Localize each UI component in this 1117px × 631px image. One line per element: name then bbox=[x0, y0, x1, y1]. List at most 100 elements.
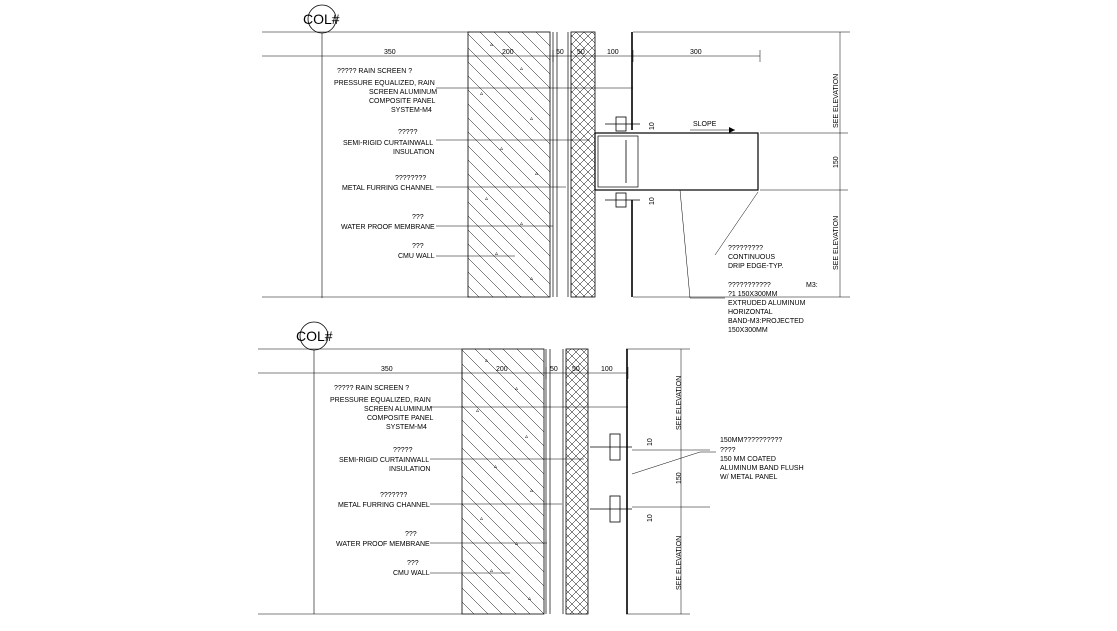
svg-text:WATER PROOF MEMBRANE: WATER PROOF MEMBRANE bbox=[341, 224, 435, 231]
dim-350-1: 350 bbox=[384, 49, 396, 56]
svg-text:?1 150X300MM: ?1 150X300MM bbox=[728, 291, 778, 298]
svg-text:PRESSURE EQUALIZED, RAIN: PRESSURE EQUALIZED, RAIN bbox=[330, 397, 431, 404]
dim-300-1: 300 bbox=[690, 49, 702, 56]
slope-label-1: SLOPE bbox=[693, 121, 717, 128]
side-dim-10a-1: 10 bbox=[649, 122, 656, 130]
slope-arrowhead-1 bbox=[729, 127, 735, 133]
svg-text:▵: ▵ bbox=[515, 386, 518, 392]
svg-text:▵: ▵ bbox=[515, 541, 518, 547]
dim-50a-2: 50 bbox=[550, 366, 558, 373]
band-clip-1 bbox=[597, 135, 639, 188]
svg-text:▵: ▵ bbox=[530, 116, 533, 122]
svg-text:BAND-M3:PROJECTED: BAND-M3:PROJECTED bbox=[728, 318, 804, 325]
callout-drip-edge-1: ????????? CONTINUOUS DRIP EDGE-TYP. bbox=[714, 191, 783, 270]
svg-text:▵: ▵ bbox=[525, 434, 528, 440]
svg-text:▵: ▵ bbox=[485, 358, 488, 364]
svg-text:?????????: ????????? bbox=[728, 245, 763, 252]
svg-text:DRIP EDGE-TYP.: DRIP EDGE-TYP. bbox=[728, 263, 783, 270]
callout-insulation-1: ????? SEMI-RIGID CURTAINWALL INSULATION bbox=[343, 129, 590, 156]
side-dim-10b-2: 10 bbox=[647, 514, 654, 522]
svg-text:???????????: ??????????? bbox=[728, 282, 771, 289]
callout-rainscreen-1: ????? RAIN SCREEN ? PRESSURE EQUALIZED, … bbox=[334, 68, 633, 114]
svg-text:?????: ????? bbox=[398, 129, 418, 136]
svg-text:▵: ▵ bbox=[490, 568, 493, 574]
insulation-2 bbox=[565, 348, 589, 615]
aluminum-band-1 bbox=[594, 132, 759, 191]
svg-text:150MM??????????: 150MM?????????? bbox=[720, 437, 782, 444]
callout-cmu-1: ??? CMU WALL bbox=[398, 243, 515, 260]
side-dim-10b-1: 10 bbox=[649, 197, 656, 205]
see-elevation-2b: SEE ELEVATION bbox=[676, 536, 683, 590]
dim-100-1: 100 bbox=[607, 49, 619, 56]
tag-m3-1: M3: bbox=[806, 282, 818, 289]
svg-text:CONTINUOUS: CONTINUOUS bbox=[728, 254, 775, 261]
cmu-wall-2 bbox=[461, 348, 545, 615]
detail-2: COL# 350 200 50 50 100 ▵▵▵ ▵▵▵ ▵▵▵ ▵ bbox=[258, 321, 804, 615]
callout-cmu-2: ??? CMU WALL bbox=[393, 560, 510, 577]
svg-text:▵: ▵ bbox=[500, 146, 503, 152]
brackets-2 bbox=[590, 433, 632, 523]
svg-text:INSULATION: INSULATION bbox=[393, 149, 435, 156]
svg-text:???: ??? bbox=[412, 243, 424, 250]
svg-text:CMU WALL: CMU WALL bbox=[398, 253, 435, 260]
svg-text:150 MM COATED: 150 MM COATED bbox=[720, 456, 776, 463]
brackets-1 bbox=[605, 116, 640, 208]
svg-text:METAL FURRING CHANNEL: METAL FURRING CHANNEL bbox=[342, 185, 434, 192]
dim-100-2: 100 bbox=[601, 366, 613, 373]
svg-text:CMU WALL: CMU WALL bbox=[393, 570, 430, 577]
svg-text:SCREEN ALUMINUM: SCREEN ALUMINUM bbox=[364, 406, 432, 413]
side-dim-10a-2: 10 bbox=[647, 438, 654, 446]
svg-text:▵: ▵ bbox=[494, 464, 497, 470]
svg-text:ALUMINUM BAND FLUSH: ALUMINUM BAND FLUSH bbox=[720, 465, 804, 472]
svg-text:▵: ▵ bbox=[520, 221, 523, 227]
svg-text:▵: ▵ bbox=[476, 408, 479, 414]
svg-text:SYSTEM-M4: SYSTEM-M4 bbox=[386, 424, 427, 431]
svg-text:▵: ▵ bbox=[535, 171, 538, 177]
svg-text:SCREEN ALUMINUM: SCREEN ALUMINUM bbox=[369, 89, 437, 96]
svg-text:COMPOSITE PANEL: COMPOSITE PANEL bbox=[369, 98, 435, 105]
dim-350-2: 350 bbox=[381, 366, 393, 373]
svg-text:▵: ▵ bbox=[490, 42, 493, 48]
svg-text:???: ??? bbox=[405, 531, 417, 538]
side-dim-150-2: 150 bbox=[676, 472, 683, 484]
callout-insulation-2: ????? SEMI-RIGID CURTAINWALL INSULATION bbox=[339, 447, 584, 473]
svg-text:EXTRUDED ALUMINUM: EXTRUDED ALUMINUM bbox=[728, 300, 806, 307]
svg-text:▵: ▵ bbox=[520, 66, 523, 72]
callout-furring-1: ???????? METAL FURRING CHANNEL bbox=[342, 175, 566, 192]
col-label-2: COL# bbox=[296, 328, 333, 344]
callout-membrane-1: ??? WATER PROOF MEMBRANE bbox=[341, 214, 553, 231]
svg-text:▵: ▵ bbox=[480, 516, 483, 522]
detail-1: COL# 350 200 50 50 100 300 ▵▵▵ ▵▵▵ ▵▵▵ ▵ bbox=[262, 4, 850, 334]
svg-text:▵: ▵ bbox=[530, 276, 533, 282]
svg-text:???: ??? bbox=[407, 560, 419, 567]
svg-text:HORIZONTAL: HORIZONTAL bbox=[728, 309, 773, 316]
svg-text:????: ???? bbox=[720, 447, 736, 454]
svg-text:▵: ▵ bbox=[480, 91, 483, 97]
dim-50a-1: 50 bbox=[556, 49, 564, 56]
svg-text:????? RAIN SCREEN ?: ????? RAIN SCREEN ? bbox=[334, 385, 409, 392]
callout-band-2: 150MM?????????? ???? 150 MM COATED ALUMI… bbox=[631, 437, 804, 481]
cmu-aggregate-1: ▵▵▵ ▵▵▵ ▵▵▵ ▵ bbox=[480, 42, 538, 282]
svg-text:?????: ????? bbox=[393, 447, 413, 454]
callout-rainscreen-2: ????? RAIN SCREEN ? PRESSURE EQUALIZED, … bbox=[330, 385, 628, 431]
svg-text:COMPOSITE PANEL: COMPOSITE PANEL bbox=[367, 415, 433, 422]
svg-text:????????: ???????? bbox=[395, 175, 426, 182]
membrane-lines-1 bbox=[552, 32, 569, 297]
svg-text:▵: ▵ bbox=[528, 596, 531, 602]
svg-text:INSULATION: INSULATION bbox=[389, 466, 431, 473]
svg-text:150X300MM: 150X300MM bbox=[728, 327, 768, 334]
svg-text:PRESSURE EQUALIZED, RAIN: PRESSURE EQUALIZED, RAIN bbox=[334, 80, 435, 87]
see-elevation-1a: SEE ELEVATION bbox=[833, 74, 840, 128]
see-elevation-1b: SEE ELEVATION bbox=[833, 216, 840, 270]
svg-text:SEMI-RIGID CURTAINWALL: SEMI-RIGID CURTAINWALL bbox=[343, 140, 433, 147]
col-label-1: COL# bbox=[303, 11, 340, 27]
svg-text:???????: ??????? bbox=[380, 492, 407, 499]
svg-text:SEMI-RIGID CURTAINWALL: SEMI-RIGID CURTAINWALL bbox=[339, 457, 429, 464]
callout-furring-2: ??????? METAL FURRING CHANNEL bbox=[338, 492, 562, 509]
side-dim-150-1: 150 bbox=[833, 156, 840, 168]
svg-text:WATER PROOF MEMBRANE: WATER PROOF MEMBRANE bbox=[336, 541, 430, 548]
callout-membrane-2: ??? WATER PROOF MEMBRANE bbox=[336, 531, 547, 548]
svg-text:METAL FURRING CHANNEL: METAL FURRING CHANNEL bbox=[338, 502, 430, 509]
svg-text:▵: ▵ bbox=[530, 488, 533, 494]
